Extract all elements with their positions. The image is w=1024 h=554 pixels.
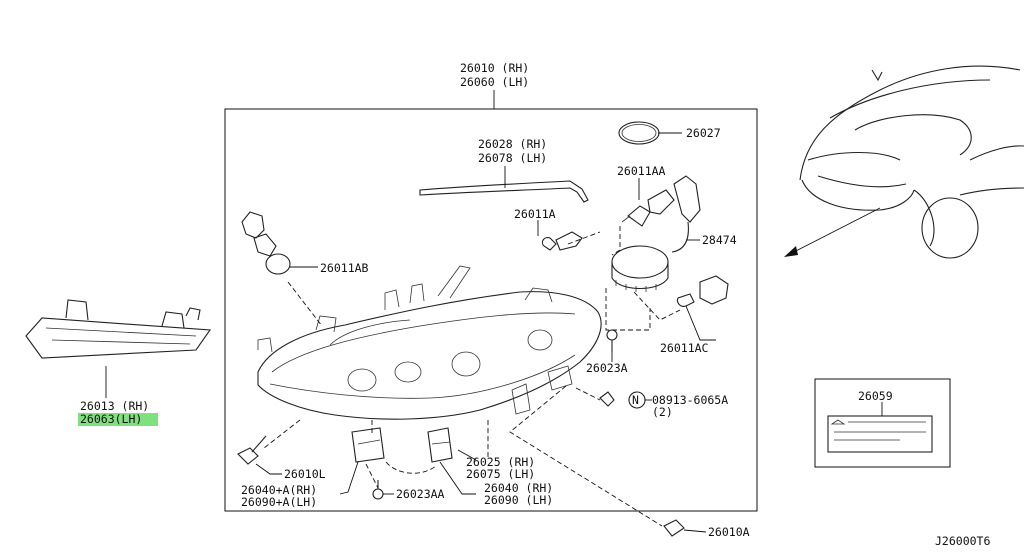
assembly-frame xyxy=(224,108,758,512)
label-bracket-26040a-lh[interactable]: 26090+A(LH) xyxy=(241,495,317,509)
label-bulb-26011ab[interactable]: 26011AB xyxy=(320,261,369,275)
label-drl-lh[interactable]: 26063(LH) xyxy=(80,412,142,426)
label-bulb-26011a[interactable]: 26011A xyxy=(514,207,556,221)
screw-26023aa[interactable] xyxy=(372,480,384,500)
leader-lines xyxy=(105,90,883,533)
label-harness[interactable]: 28474 xyxy=(702,233,737,247)
vehicle-sketch xyxy=(799,65,1024,259)
warning-label[interactable] xyxy=(827,415,933,453)
o-ring[interactable] xyxy=(618,121,660,145)
label-nut-qty: (2) xyxy=(652,405,673,419)
label-warning-label[interactable]: 26059 xyxy=(858,389,893,403)
label-bulb-26011ac[interactable]: 26011AC xyxy=(660,341,709,355)
label-lamp-assy-rh[interactable]: 26010 (RH) xyxy=(460,61,529,75)
bracket-26040a[interactable] xyxy=(351,427,385,463)
label-bracket-26040-rh[interactable]: 26040 (RH) xyxy=(484,481,553,495)
bolt-26010a[interactable] xyxy=(663,519,685,537)
headlamp-assembly[interactable] xyxy=(257,265,602,420)
label-nut[interactable]: 08913-6065A xyxy=(652,393,728,407)
label-bracket-26025-rh[interactable]: 26025 (RH) xyxy=(466,455,535,469)
label-bracket-26025-lh[interactable]: 26075 (LH) xyxy=(466,467,535,481)
diagram-id: J26000T6 xyxy=(935,534,990,548)
label-xenon-bulb[interactable]: 26011AA xyxy=(617,164,666,178)
o-ring-inner xyxy=(621,124,657,142)
bulb-26011ab[interactable] xyxy=(241,211,291,275)
label-o-ring[interactable]: 26027 xyxy=(686,126,721,140)
label-mounting-strip-lh[interactable]: 26078 (LH) xyxy=(478,151,547,165)
label-frame xyxy=(814,378,951,468)
label-bolt-26010l[interactable]: 26010L xyxy=(284,467,326,481)
nut-08913[interactable]: N xyxy=(599,391,646,409)
dashed-guides xyxy=(263,226,681,527)
xenon-bulb[interactable] xyxy=(621,189,675,227)
label-bolt-26010a[interactable]: 26010A xyxy=(708,525,750,539)
label-lamp-assy-lh[interactable]: 26060 (LH) xyxy=(460,75,529,89)
nut-symbol: N xyxy=(632,393,639,407)
selected-part-highlight xyxy=(78,413,158,426)
label-mounting-strip-rh[interactable]: 26028 (RH) xyxy=(478,137,547,151)
label-bracket-26040a-rh[interactable]: 26040+A(RH) xyxy=(241,483,317,497)
label-drl-rh[interactable]: 26013 (RH) xyxy=(80,399,149,413)
bulb-26011ac[interactable] xyxy=(676,275,729,307)
label-screw-26023a[interactable]: 26023A xyxy=(586,361,628,375)
bolt-26010l[interactable] xyxy=(237,435,267,465)
bracket-26025[interactable] xyxy=(427,427,453,463)
label-screw-26023aa[interactable]: 26023AA xyxy=(396,487,445,501)
wiring-harness[interactable] xyxy=(611,175,701,292)
bulb-26011a[interactable] xyxy=(541,231,583,251)
mounting-strip[interactable] xyxy=(419,180,589,203)
drl-lamp[interactable] xyxy=(25,299,212,359)
callouts: 26010 (RH) 26060 (LH) 26028 (RH) 26078 (… xyxy=(80,61,990,548)
location-arrow xyxy=(784,207,881,257)
screw-26023a[interactable] xyxy=(606,329,618,352)
label-bracket-26040-lh[interactable]: 26090 (LH) xyxy=(484,493,553,507)
